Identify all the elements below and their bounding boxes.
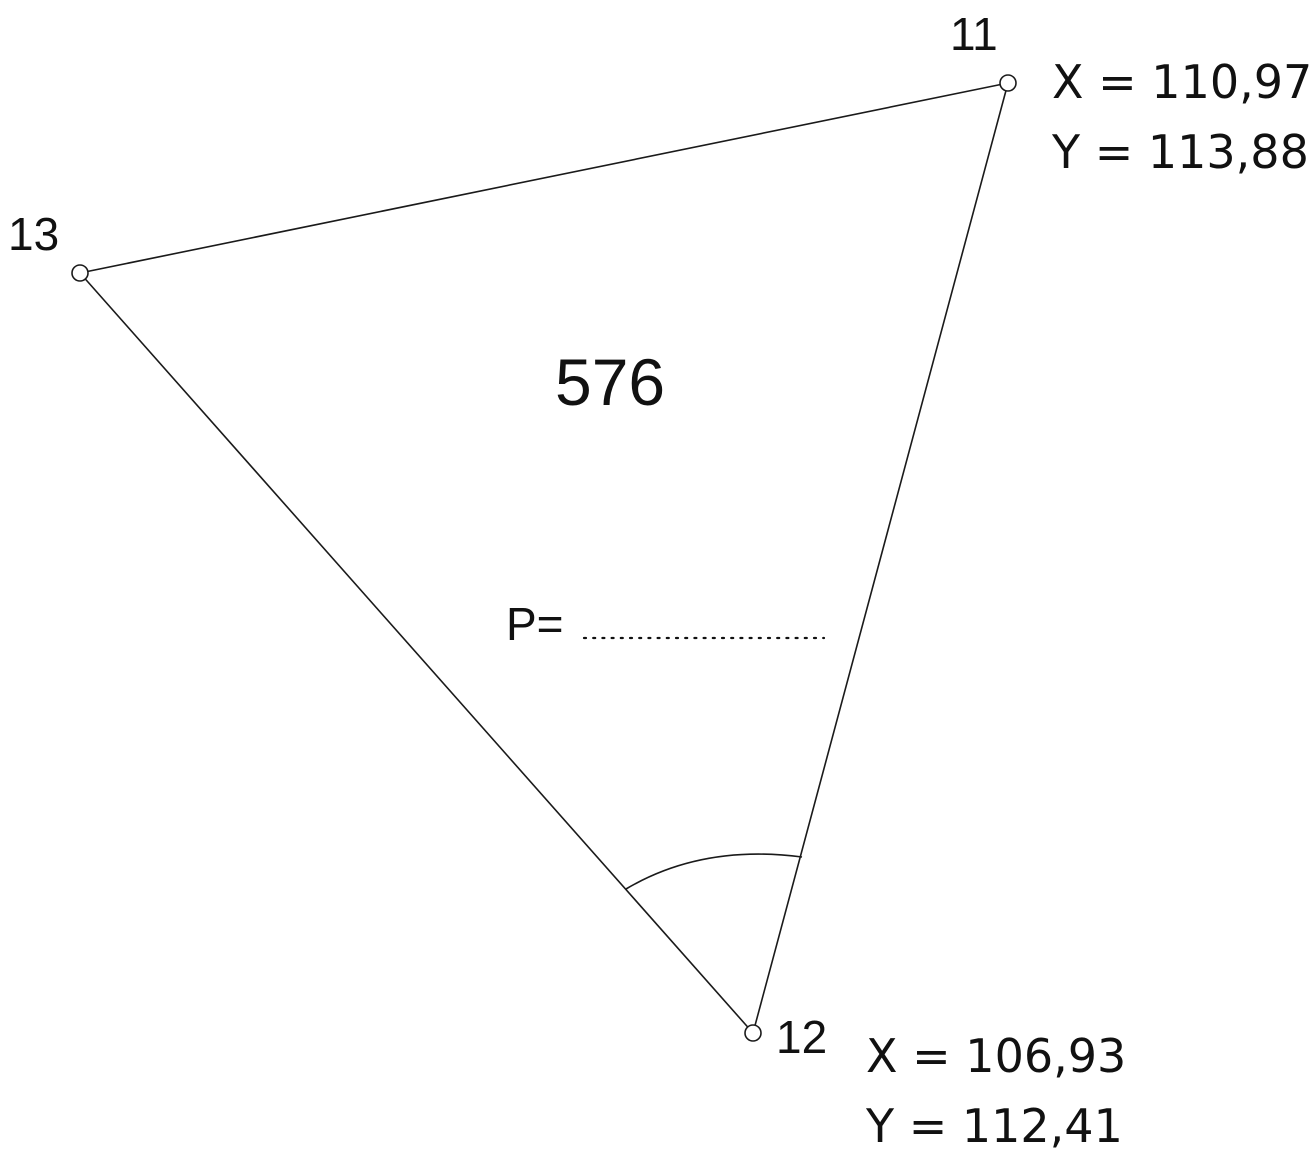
point-11-x-coordinate: X = 110,97 [1052, 55, 1309, 109]
point-11-label: 11 [950, 8, 998, 60]
edge-13-12 [79, 272, 754, 1034]
vertex-13-marker [71, 264, 89, 282]
edge-12-11 [752, 82, 1009, 1034]
point-13-label: 13 [8, 208, 59, 260]
edge-11-13 [79, 82, 1009, 274]
point-12-label: 12 [776, 1011, 827, 1063]
point-12-y-coordinate: Y = 112,41 [865, 1099, 1123, 1149]
point-11-y-coordinate: Y = 113,88 [1051, 125, 1309, 179]
angle-arc-12 [625, 853, 803, 890]
parcel-number: 576 [555, 345, 665, 419]
area-label: P= [506, 598, 564, 650]
point-12-x-coordinate: X = 106,93 [866, 1029, 1126, 1083]
vertex-12-marker [744, 1024, 762, 1042]
vertex-11-marker [999, 74, 1017, 92]
